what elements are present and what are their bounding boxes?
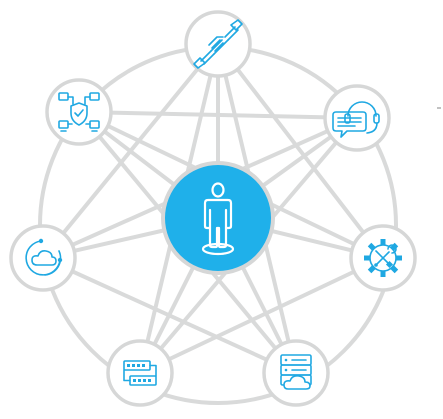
node-cloud-server xyxy=(262,339,330,407)
node-settings xyxy=(349,224,417,292)
node-circle xyxy=(262,339,330,407)
cloud-sync-icon xyxy=(25,238,63,276)
node-support xyxy=(323,84,391,152)
network-shield-icon xyxy=(58,92,100,132)
node-cloud-sync xyxy=(9,224,77,292)
network-switch-icon xyxy=(123,360,157,386)
connection-line xyxy=(41,256,298,375)
node-circle xyxy=(9,224,77,292)
node-circle xyxy=(106,339,174,407)
handshake-icon xyxy=(193,19,243,69)
cloud-server-icon xyxy=(280,354,312,390)
connection-line xyxy=(216,42,385,260)
node-network-security xyxy=(45,78,113,146)
node-network-hardware xyxy=(106,339,174,407)
hub-circle xyxy=(161,161,275,275)
connection-line xyxy=(41,42,220,260)
headset-chat-icon xyxy=(332,101,380,138)
node-circle xyxy=(45,78,113,146)
connection-line xyxy=(77,110,359,120)
node-partnership xyxy=(184,10,252,78)
hub-person xyxy=(161,161,275,275)
connection-line xyxy=(138,256,385,375)
gear-tools-icon xyxy=(364,239,402,277)
person-standing-icon xyxy=(201,182,235,256)
